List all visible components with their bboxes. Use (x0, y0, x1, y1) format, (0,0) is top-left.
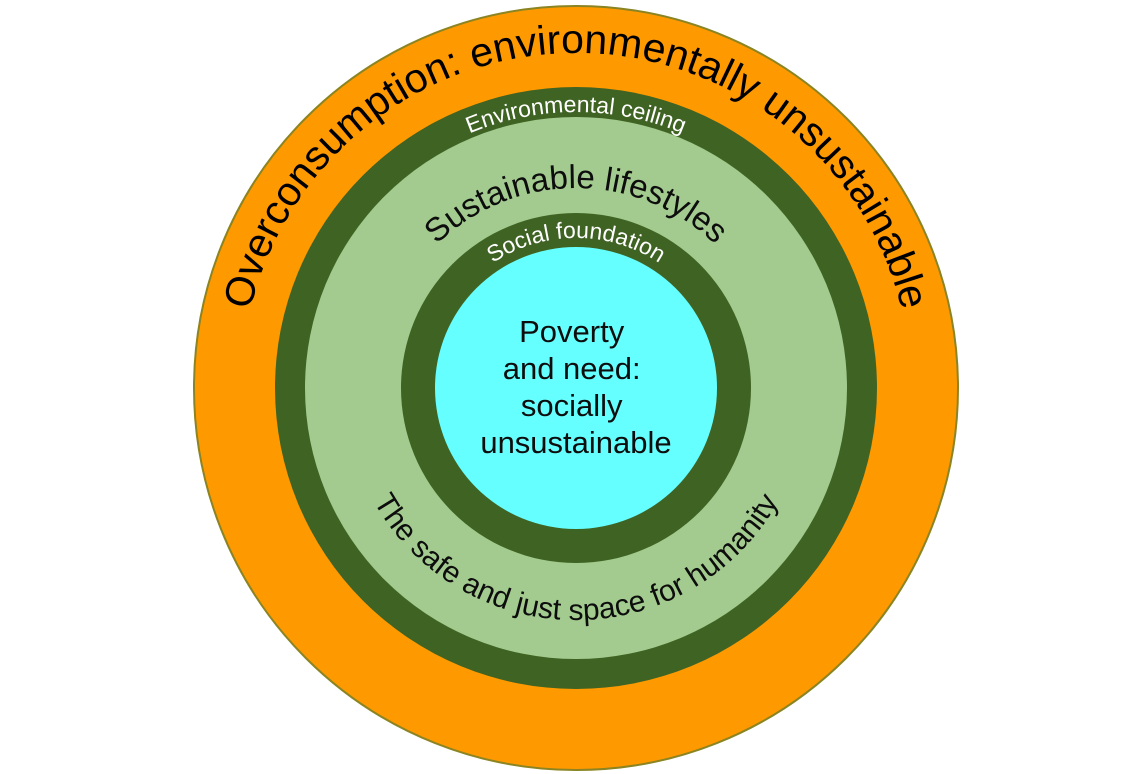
center-text-line: Poverty (519, 314, 625, 349)
center-text-line: socially (521, 388, 623, 423)
center-text: Poverty and need: socially unsustainable (480, 314, 671, 460)
center-text-line: unsustainable (480, 425, 671, 460)
center-circle (435, 247, 717, 529)
center-text-line: and need: (503, 351, 641, 386)
outer-ring-outline (193, 5, 959, 771)
